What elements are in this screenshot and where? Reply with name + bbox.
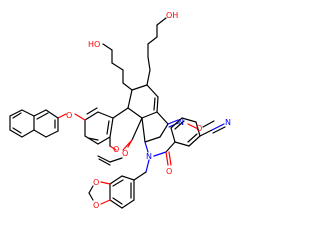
hydroxyl-right-label: OH [166, 11, 178, 20]
hydroxybutyl-chain-right [146, 17, 167, 86]
structure-diagram: HO OH O O O N O N O N O O [9, 11, 231, 210]
methoxy-oxygen-label: O [196, 124, 202, 133]
allyl-oxygen-label: O [122, 149, 128, 158]
naphthyl-ether-oxygen-label: O [66, 111, 72, 120]
naphthyloxy-group [9, 109, 86, 138]
dioxole-oxygen-bottom-label: O [93, 201, 99, 210]
hydroxybutyl-chain-left [102, 43, 133, 91]
amide-group [144, 117, 226, 166]
ring-oxygen-label: O [113, 145, 119, 154]
benzodioxolylmethyl-group [88, 159, 150, 209]
oxime-nitrogen-label: N [178, 118, 184, 127]
dioxole-oxygen-top-label: O [93, 178, 99, 187]
amide-oxygen-label: O [166, 167, 172, 176]
hydroxyl-left-label: HO [88, 40, 100, 49]
central-ring-system [84, 84, 169, 151]
molecule-canvas: HO OH O O O N O N O N O O [9, 11, 231, 210]
amide-nitrogen-label: N [146, 152, 152, 161]
nitrile-nitrogen-label: N [225, 118, 231, 127]
allyloxy-group [97, 139, 133, 166]
